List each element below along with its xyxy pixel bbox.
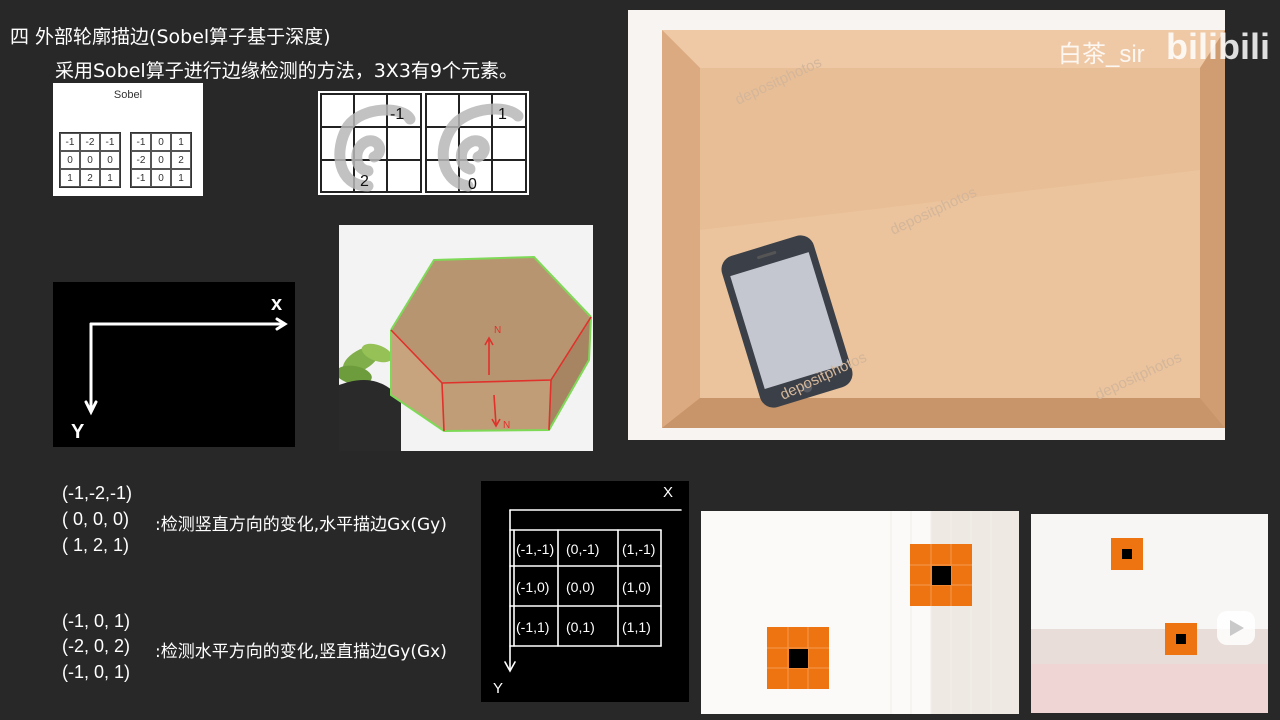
swirl-kernel-illustration: -1 2 1 0 (320, 93, 527, 193)
hexagon-box-photo: N N (339, 225, 593, 451)
swirl-label: 0 (468, 176, 477, 193)
kernel-cell: 1 (100, 169, 120, 187)
kernel-cell: 1 (60, 169, 80, 187)
kernel-cell: 0 (60, 151, 80, 169)
kernel-cell: -1 (131, 169, 151, 187)
axis-x-label: x (271, 293, 282, 315)
grid-cell: (-1,1) (516, 619, 549, 635)
bilibili-logo: bilibili (1166, 26, 1270, 67)
coordinate-grid-figure: X Y (-1,-1) (0,-1) (1,-1) (-1,0) (0,0) (… (481, 481, 689, 702)
sobel-kernel-figure: Sobel -1 -2 -1 0 0 0 1 2 1 -1 0 1 -2 0 2… (53, 83, 203, 196)
grid-cell: (0,-1) (566, 541, 599, 557)
sobel-gy-kernel: -1 0 1 -2 0 2 -1 0 1 (130, 132, 192, 188)
swirl-kernel-figure: -1 2 1 0 (318, 91, 529, 195)
screen-axis-figure: x Y (53, 282, 295, 447)
matrix-row: ( 1, 2, 1) (62, 535, 130, 555)
kernel-cell: 0 (80, 151, 100, 169)
kernel-cell: 1 (171, 133, 191, 151)
wooden-box-photo: depositphotos depositphotos depositphoto… (628, 10, 1225, 440)
swirl-label: -1 (390, 106, 404, 123)
hexagon-illustration: N N (339, 225, 593, 451)
coordinate-grid: X Y (-1,-1) (0,-1) (1,-1) (-1,0) (0,0) (… (493, 484, 682, 697)
kernel-cell: 0 (151, 169, 171, 187)
kernel-cell: 1 (171, 169, 191, 187)
matrix-description: :检测水平方向的变化,竖直描边Gy(Gx) (155, 642, 447, 662)
grid-x-label: X (663, 484, 673, 501)
play-icon[interactable] (1217, 611, 1255, 645)
pixel-kernel-image-2 (1031, 514, 1268, 713)
axis-diagram: x Y (71, 293, 288, 443)
grid-cell: (-1,-1) (516, 541, 554, 557)
grid-cell: (1,0) (622, 579, 651, 595)
matrix-row: ( 0, 0, 0) (62, 509, 130, 529)
grid-cell: (-1,0) (516, 579, 549, 595)
hexagon-label: N (503, 420, 510, 431)
kernel-cell: -1 (131, 133, 151, 151)
kernel-cell: 0 (151, 133, 171, 151)
slide-subtitle: 采用Sobel算子进行边缘检测的方法，3X3有9个元素。 (55, 60, 518, 82)
kernel-cell: -1 (100, 133, 120, 151)
matrix-row: (-2, 0, 2) (62, 636, 131, 656)
kernel-cell: 2 (80, 169, 100, 187)
pixel-kernel-illustration (701, 511, 1019, 714)
black-pot (339, 380, 401, 451)
matrix-row: (-1,-2,-1) (62, 483, 133, 503)
uploader-watermark: 白茶_sir (1058, 41, 1145, 68)
pixel-kernel-illustration (1031, 514, 1268, 713)
sobel-gx-kernel: -1 -2 -1 0 0 0 1 2 1 (59, 132, 121, 188)
matrix-row: (-1, 0, 1) (62, 662, 131, 682)
kernel-cell: 0 (151, 151, 171, 169)
matrix-description: :检测竖直方向的变化,水平描边Gx(Gy) (155, 515, 447, 535)
kernel-block (767, 627, 829, 689)
slide-title: 四 外部轮廓描边(Sobel算子基于深度) (10, 26, 331, 48)
matrix-row: (-1, 0, 1) (62, 611, 131, 631)
smartphone (721, 235, 853, 408)
plant-leaves (339, 343, 393, 385)
kernel-block (1165, 623, 1197, 655)
kernel-cell: -2 (80, 133, 100, 151)
grid-cell: (0,0) (566, 579, 595, 595)
kernel-cell: 0 (100, 151, 120, 169)
kernel-block (910, 544, 972, 606)
grid-cell: (1,-1) (622, 541, 655, 557)
swirl-label: 2 (360, 173, 369, 190)
hexagon-label: N (494, 325, 501, 336)
kernel-cell: 2 (171, 151, 191, 169)
kernel-cell: -1 (60, 133, 80, 151)
kernel-block (1111, 538, 1143, 570)
grid-cell: (0,1) (566, 619, 595, 635)
grid-cell: (1,1) (622, 619, 651, 635)
axis-y-label: Y (71, 421, 85, 443)
sobel-figure-title: Sobel (113, 89, 143, 101)
wooden-box-illustration: depositphotos depositphotos depositphoto… (628, 10, 1225, 440)
kernel-cell: -2 (131, 151, 151, 169)
grid-y-label: Y (493, 680, 503, 697)
pixel-kernel-image-1 (701, 511, 1019, 714)
swirl-label: 1 (498, 106, 507, 123)
